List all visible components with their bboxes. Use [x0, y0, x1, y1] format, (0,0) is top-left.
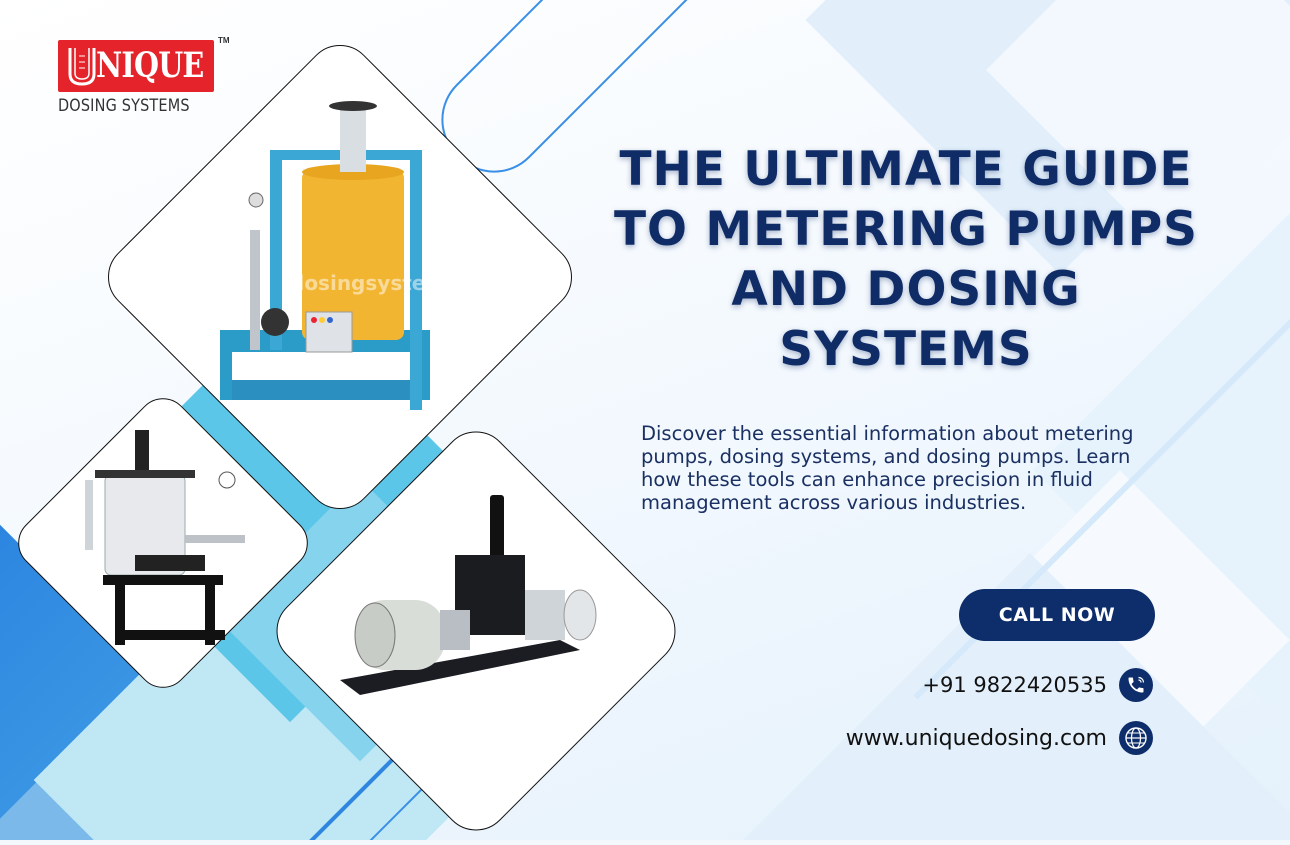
title-line: AND DOSING	[731, 262, 1081, 317]
description-text: Discover the essential information about…	[641, 422, 1134, 514]
logo-word: NIQUE	[96, 45, 204, 86]
product-image-metering-pump	[340, 495, 597, 695]
watermark: dosingsystem	[290, 271, 446, 295]
phone-icon[interactable]	[1119, 668, 1153, 702]
brand-logo[interactable]: NIQUE TM DOSING SYSTEMS	[58, 36, 230, 116]
trademark: TM	[218, 36, 230, 45]
phone-contact[interactable]: +91 9822420535	[922, 668, 1153, 702]
website-link[interactable]: www.uniquedosing.com	[845, 725, 1107, 751]
globe-www-icon[interactable]	[1119, 721, 1153, 755]
title-line: SYSTEMS	[779, 322, 1033, 377]
title-line: TO METERING PUMPS	[613, 202, 1199, 257]
call-now-button[interactable]: CALL NOW	[959, 589, 1155, 641]
product-image-tank-system: dosingsystem	[220, 101, 446, 410]
phone-number[interactable]: +91 9822420535	[922, 673, 1107, 697]
product-image-steel-tank-system	[85, 430, 245, 645]
logo-red-box: NIQUE	[58, 40, 214, 92]
page-title: THE ULTIMATE GUIDE TO METERING PUMPS AND…	[596, 140, 1216, 380]
website-contact[interactable]: www.uniquedosing.com	[846, 721, 1153, 755]
beaker-u-icon	[68, 48, 96, 86]
logo-subtitle: DOSING SYSTEMS	[58, 96, 190, 116]
title-line: THE ULTIMATE GUIDE	[619, 142, 1193, 197]
